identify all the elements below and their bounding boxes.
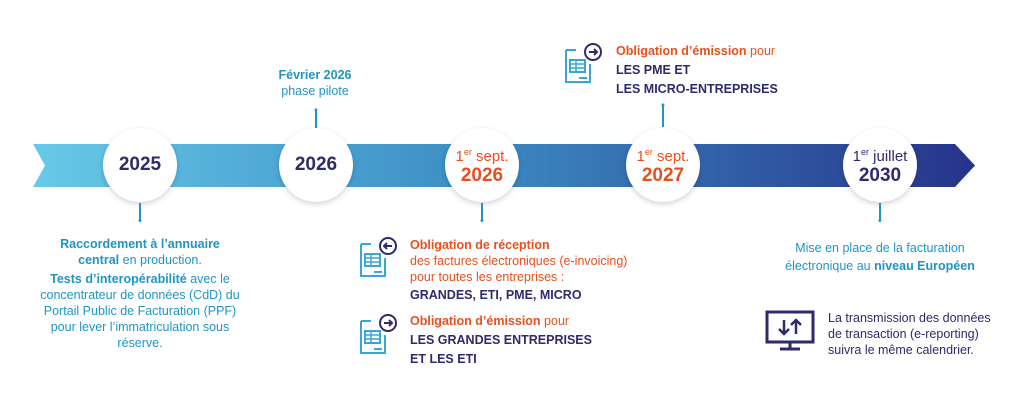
- connector: [481, 203, 483, 221]
- arrow-down-icon: ↓: [876, 209, 884, 226]
- arrow-down-icon: ↓: [478, 209, 486, 226]
- date: 1er sept.: [455, 146, 509, 165]
- invoice-receive-icon: [360, 237, 397, 277]
- connector: [662, 105, 664, 127]
- date: 1er sept.: [636, 146, 690, 165]
- milestone-sept-2027: 1er sept. 2027: [626, 128, 700, 202]
- emission-2026: Obligation d’émission pour LES GRANDES E…: [410, 314, 592, 366]
- monitor-transfer-icon: [765, 310, 815, 351]
- arrow-up-icon: ↑: [312, 104, 320, 121]
- year: 2025: [118, 154, 162, 175]
- year: 2030: [858, 164, 902, 186]
- date: 1er juillet: [852, 146, 908, 165]
- emission-2027: Obligation d’émission pour LES PME ET LE…: [616, 44, 778, 96]
- reception-obligation: Obligation de réception des factures éle…: [410, 238, 628, 302]
- invoice-send-icon: [360, 314, 397, 354]
- invoice-send-icon: [565, 43, 602, 83]
- connector: [879, 203, 881, 221]
- desc-2025: Raccordement à l’annuaire central en pro…: [40, 237, 240, 350]
- year: 2026: [294, 154, 338, 175]
- milestone-sept-2026: 1er sept. 2026: [445, 128, 519, 202]
- milestone-juillet-2030: 1er juillet 2030: [843, 128, 917, 202]
- arrow-up-icon: ↑: [659, 99, 667, 116]
- year: 2026: [460, 164, 504, 186]
- arrow-down-icon: ↓: [136, 209, 144, 226]
- connector: [315, 110, 317, 128]
- year: 2027: [641, 164, 685, 186]
- milestone-2025: 2025: [103, 128, 177, 202]
- milestone-2026: 2026: [279, 128, 353, 202]
- connector: [139, 203, 141, 221]
